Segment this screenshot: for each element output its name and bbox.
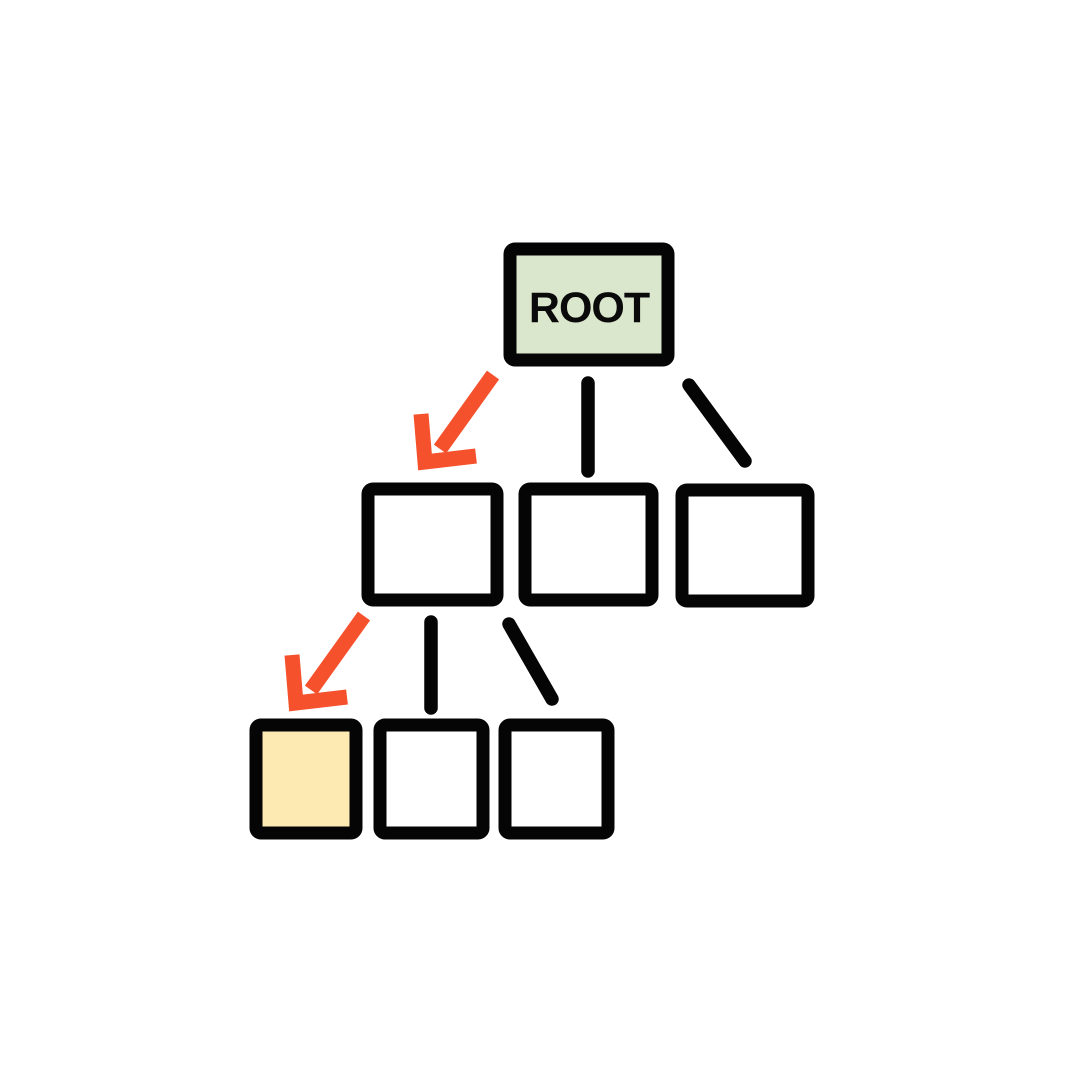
tree-edge-root-to-child-3 xyxy=(682,378,752,468)
arrow-head xyxy=(284,654,348,712)
traversal-arrow-root-to-child-1 xyxy=(413,370,500,471)
tree-node-child-2 xyxy=(518,482,659,607)
traversal-arrow-child-1-to-grandchild-1 xyxy=(284,611,371,712)
tree-node-grandchild-2 xyxy=(373,718,490,840)
tree-node-root xyxy=(503,242,675,367)
tree-edge-child-1-to-grandchild-3 xyxy=(502,617,559,706)
arrow-shaft xyxy=(304,611,371,695)
nodes-layer xyxy=(249,242,815,840)
traversal-arrows-layer xyxy=(284,370,500,712)
root-node-label: ROOT xyxy=(529,284,650,332)
edges-layer xyxy=(424,376,752,715)
arrow-shaft xyxy=(433,370,500,454)
tree-node-grandchild-1 xyxy=(249,718,363,840)
tree-node-grandchild-3 xyxy=(498,718,615,840)
tree-node-child-3 xyxy=(675,483,815,608)
tree-node-child-1 xyxy=(361,482,504,607)
arrow-head xyxy=(413,413,477,471)
